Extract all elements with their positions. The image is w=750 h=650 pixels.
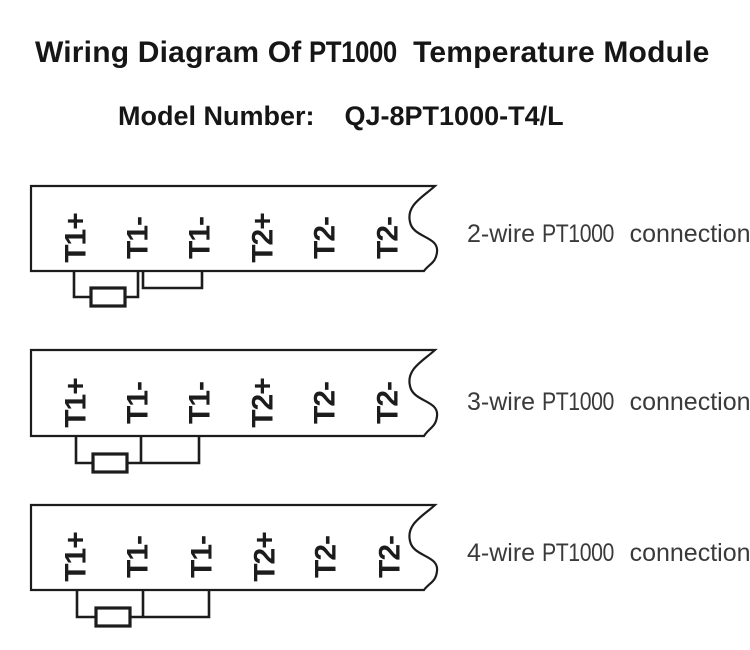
terminal-label: T1- bbox=[184, 382, 217, 424]
terminal-label: T1+ bbox=[60, 532, 93, 582]
jumper-wire-loop bbox=[141, 271, 204, 290]
terminal-label: T1+ bbox=[60, 213, 93, 263]
caption-suffix: connection bbox=[629, 539, 750, 567]
caption-model: PT1000 bbox=[542, 220, 614, 248]
terminal-label: T2- bbox=[309, 382, 342, 424]
caption-prefix: 4-wire bbox=[467, 539, 536, 567]
terminal-label: T2- bbox=[372, 382, 405, 424]
terminal-label: T1- bbox=[186, 536, 219, 578]
terminal-label: T2+ bbox=[249, 532, 282, 582]
rtd-sensor-symbol bbox=[94, 606, 132, 628]
terminal-block-2wire: T1+ T1- T1- T2+ T2- T2- bbox=[29, 184, 439, 308]
page-title-prefix: Wiring Diagram Of bbox=[35, 36, 302, 69]
model-number-label: Model Number: bbox=[118, 101, 315, 131]
terminal-label: T2+ bbox=[247, 213, 280, 263]
rtd-sensor-symbol bbox=[89, 286, 127, 308]
terminal-block-3wire: T1+ T1- T1- T2+ T2- T2- bbox=[29, 348, 439, 474]
page-title-suffix: Temperature Module bbox=[413, 36, 710, 69]
terminal-block-4wire: T1+ T1- T1- T2+ T2- T2- bbox=[29, 503, 439, 628]
terminal-label: T1- bbox=[184, 217, 217, 259]
sensor-wire-loop bbox=[75, 590, 211, 619]
terminal-label: T2- bbox=[372, 217, 405, 259]
terminal-block-outline bbox=[29, 348, 439, 438]
terminal-label: T1- bbox=[122, 382, 155, 424]
terminal-label: T2+ bbox=[247, 378, 280, 428]
rtd-sensor-symbol bbox=[91, 452, 129, 474]
caption-model: PT1000 bbox=[542, 388, 614, 416]
sensor-wire-loop bbox=[74, 436, 201, 465]
page-title-model: PT1000 bbox=[308, 36, 397, 69]
terminal-label: T1- bbox=[122, 217, 155, 259]
terminal-block-outline bbox=[29, 503, 439, 592]
terminal-label: T1+ bbox=[60, 378, 93, 428]
terminal-label: T1- bbox=[122, 536, 155, 578]
caption-prefix: 3-wire bbox=[467, 388, 536, 416]
terminal-block-outline bbox=[29, 184, 439, 273]
model-number-line: Model Number: QJ-8PT1000-T4/L bbox=[118, 101, 564, 132]
terminal-label: T2- bbox=[374, 536, 407, 578]
caption-suffix: connection bbox=[629, 388, 750, 416]
terminal-label: T2- bbox=[309, 217, 342, 259]
model-number-value: QJ-8PT1000-T4/L bbox=[344, 101, 564, 131]
terminal-label: T2- bbox=[310, 536, 343, 578]
caption-prefix: 2-wire bbox=[467, 220, 536, 248]
caption-model: PT1000 bbox=[542, 539, 614, 567]
caption-suffix: connection bbox=[629, 220, 750, 248]
